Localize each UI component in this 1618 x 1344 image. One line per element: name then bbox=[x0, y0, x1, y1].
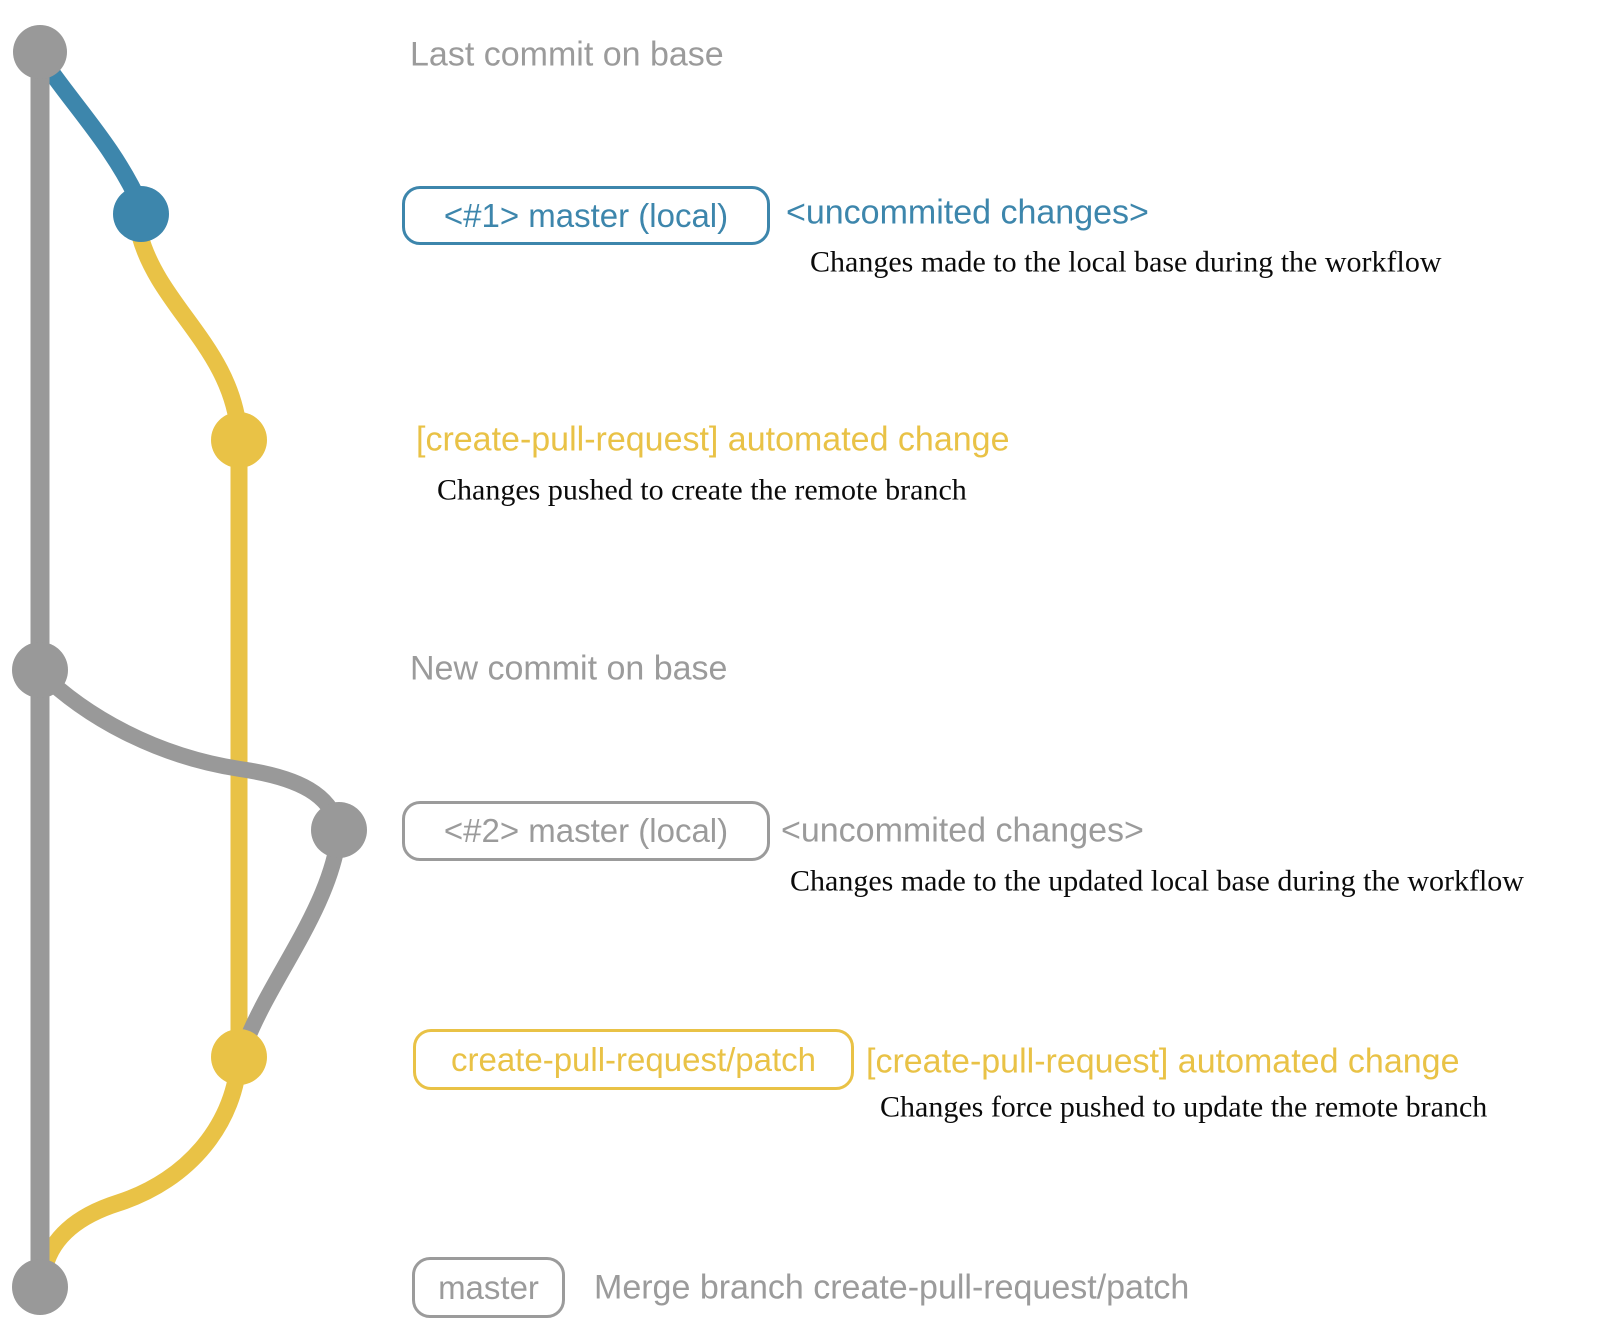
local-master-branch-curve bbox=[31, 47, 149, 213]
branch-badge-master-local-1: <#1> master (local) bbox=[402, 186, 770, 245]
branch-badge-master-local-2: <#2> master (local) bbox=[402, 801, 770, 861]
commit-node-local-master-2 bbox=[311, 802, 367, 858]
automated-change-detail-2: Changes force pushed to update the remot… bbox=[880, 1090, 1488, 1124]
automated-change-detail-1: Changes pushed to create the remote bran… bbox=[437, 473, 967, 507]
last-commit-label: Last commit on base bbox=[410, 35, 724, 74]
local-master-2-to-patch-curve bbox=[238, 826, 347, 1050]
commit-node-merge bbox=[12, 1259, 68, 1315]
commit-node-new-base bbox=[12, 642, 68, 698]
create-pull-request-branch-curve bbox=[36, 227, 248, 1275]
commit-node-local-master-1 bbox=[113, 186, 169, 242]
commit-node-last-base bbox=[13, 25, 67, 79]
uncommited-changes-detail-1: Changes made to the local base during th… bbox=[810, 245, 1442, 279]
branch-badge-master: master bbox=[412, 1257, 565, 1318]
merge-commit-label: Merge branch create-pull-request/patch bbox=[594, 1268, 1190, 1307]
automated-change-label-2: [create-pull-request] automated change bbox=[866, 1042, 1460, 1081]
uncommited-changes-label-2: <uncommited changes> bbox=[781, 811, 1144, 850]
branch-badge-create-pull-request-patch: create-pull-request/patch bbox=[413, 1029, 854, 1090]
uncommited-changes-detail-2: Changes made to the updated local base d… bbox=[790, 864, 1524, 898]
new-commit-label: New commit on base bbox=[410, 649, 728, 688]
automated-change-label-1: [create-pull-request] automated change bbox=[416, 420, 1010, 459]
commit-node-patch-1 bbox=[211, 412, 267, 468]
base-to-local-master-2-curve bbox=[32, 664, 346, 834]
commit-node-patch-2 bbox=[211, 1029, 267, 1085]
uncommited-changes-label-1: <uncommited changes> bbox=[786, 193, 1149, 232]
